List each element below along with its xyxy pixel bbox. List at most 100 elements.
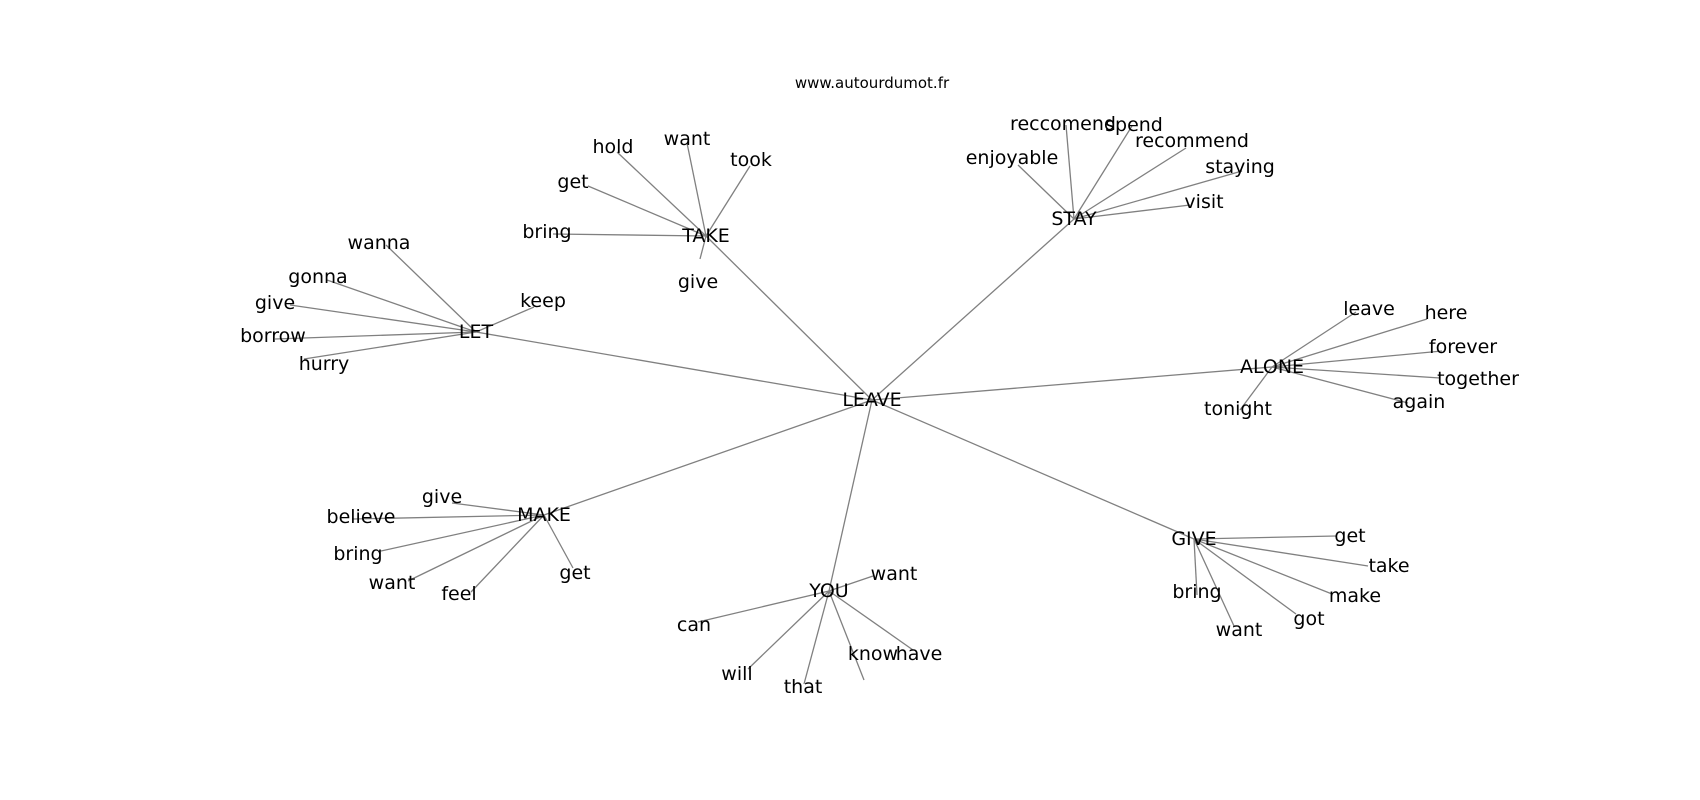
edge-give-to-take (1193, 538, 1369, 567)
edges (274, 124, 1443, 685)
edge-center-to-alone (871, 366, 1273, 401)
edge-make-to-get (543, 514, 574, 569)
word-node: get (557, 171, 588, 193)
word-node: forever (1429, 336, 1497, 358)
edge-you-to-know (828, 590, 865, 681)
hub-node-take: TAKE (681, 225, 730, 247)
word-node: took (730, 149, 772, 171)
word-node: that (784, 676, 823, 698)
edge-you-to-have (828, 590, 914, 651)
edge-take-to-bring (552, 233, 707, 237)
hub-node-give: GIVE (1171, 528, 1216, 550)
edge-stay-to-recommend (1073, 147, 1187, 220)
edge-let-to-wanna (385, 244, 477, 333)
hub-node-let: LET (459, 321, 494, 343)
word-node: give (255, 292, 295, 314)
edge-let-to-hurry (303, 331, 477, 360)
edge-stay-to-enjoyable (1017, 164, 1075, 220)
edge-you-to-want (828, 575, 874, 592)
edge-alone-to-tonight (1239, 366, 1273, 411)
word-node: again (1393, 391, 1446, 413)
word-node: recommend (1135, 130, 1249, 152)
edge-make-to-believe (352, 514, 545, 520)
word-node: want (664, 128, 711, 150)
word-node: believe (327, 506, 396, 528)
word-node: bring (333, 543, 382, 565)
word-node: reccomend (1010, 113, 1116, 135)
edge-make-to-want (407, 514, 545, 582)
word-node: got (1293, 608, 1324, 630)
edge-center-to-you (828, 399, 873, 592)
word-node: want (369, 572, 416, 594)
word-node: gonna (288, 266, 347, 288)
edge-you-to-that (803, 590, 830, 685)
word-node: want (1216, 619, 1263, 641)
edge-give-to-get (1193, 535, 1337, 540)
word-node: keep (520, 290, 566, 312)
word-node: here (1425, 302, 1468, 324)
word-node: give (422, 486, 462, 508)
edge-take-to-hold (616, 151, 707, 237)
edge-give-to-make (1193, 538, 1333, 595)
word-node: want (871, 563, 918, 585)
word-node: borrow (240, 325, 306, 347)
edge-give-to-want (1193, 538, 1235, 627)
word-node: wanna (348, 232, 411, 254)
word-node: visit (1184, 191, 1223, 213)
edge-stay-to-spend (1073, 125, 1133, 220)
word-node: enjoyable (966, 147, 1059, 169)
edge-take-to-get (587, 185, 707, 237)
edge-you-to-can (697, 590, 830, 623)
labels: LEAVE TAKE hold want took get bring give STAY rec… (240, 113, 1519, 698)
edge-take-to-want (686, 142, 707, 237)
edge-center-to-give (871, 399, 1195, 540)
word-node: staying (1205, 156, 1275, 178)
word-node: hurry (299, 353, 350, 375)
edge-alone-to-together (1271, 366, 1441, 379)
hub-node-alone: ALONE (1240, 356, 1304, 378)
edge-make-to-feel (470, 514, 545, 593)
word-node: give (678, 271, 718, 293)
word-node: take (1368, 555, 1409, 577)
word-node: get (1334, 525, 1365, 547)
word-node: hold (592, 136, 633, 158)
edge-center-to-make (543, 399, 873, 516)
word-node: have (896, 643, 943, 665)
word-node: make (1329, 585, 1381, 607)
edge-let-to-keep (475, 306, 535, 333)
word-node: together (1437, 368, 1519, 390)
edge-alone-to-forever (1271, 350, 1443, 368)
source-label: www.autourdumot.fr (795, 74, 950, 92)
edge-stay-to-reccomend (1065, 124, 1075, 220)
edge-make-to-bring (380, 514, 545, 552)
hub-node-make: MAKE (517, 504, 571, 526)
edge-you-to-will (747, 590, 830, 670)
hub-node-you: YOU (808, 580, 848, 602)
edge-center-to-take (705, 235, 873, 401)
word-node: know (848, 643, 898, 665)
edge-give-to-got (1193, 538, 1297, 615)
hub-node-stay: STAY (1051, 208, 1097, 230)
edge-alone-to-here (1271, 318, 1428, 368)
edge-make-to-give (451, 502, 545, 516)
edge-center-to-stay (871, 218, 1075, 401)
word-node: will (721, 663, 752, 685)
word-node: leave (1343, 298, 1395, 320)
word-node: feel (441, 583, 476, 605)
word-node: can (677, 614, 711, 636)
word-node: spend (1105, 114, 1163, 136)
edge-take-to-took (705, 165, 751, 237)
edge-stay-to-visit (1073, 204, 1191, 220)
edge-let-to-give (289, 304, 477, 333)
edge-alone-to-again (1271, 366, 1409, 404)
edge-stay-to-staying (1073, 170, 1243, 220)
edge-take-to-give (699, 235, 707, 260)
word-node: get (559, 562, 590, 584)
edge-let-to-borrow (274, 331, 477, 340)
center-node: LEAVE (842, 389, 901, 411)
word-node: tonight (1204, 398, 1272, 420)
word-node: bring (522, 221, 571, 243)
word-node: bring (1172, 581, 1221, 603)
edge-center-to-let (475, 331, 873, 401)
